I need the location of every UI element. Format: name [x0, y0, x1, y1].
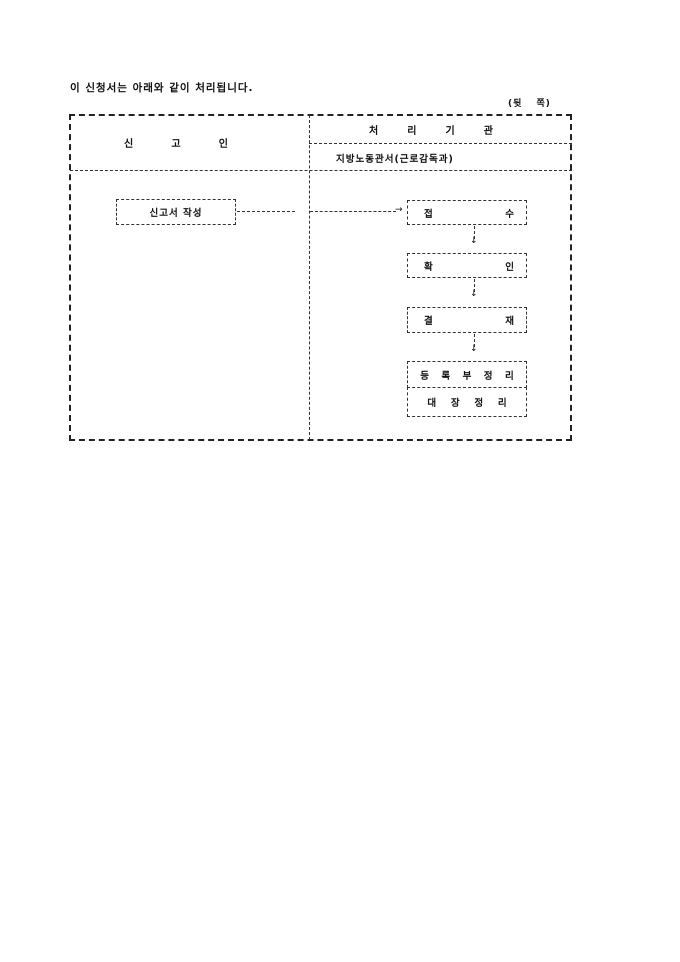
column-divider — [309, 115, 310, 440]
receipt-char: 접 — [424, 208, 433, 220]
approve-box: 결 재 — [407, 307, 527, 333]
applicant-header-char: 인 — [218, 139, 228, 150]
applicant-header-char: 고 — [171, 139, 181, 150]
register-box: 등 록 부 정 리 — [407, 361, 527, 388]
verify-char: 인 — [505, 261, 514, 273]
agency-header-char: 기 — [445, 126, 455, 137]
verify-char: 확 — [424, 261, 433, 273]
applicant-step-label: 신고서 작성 — [149, 208, 203, 219]
receipt-box: 접 수 — [407, 200, 527, 225]
header-bottom-divider — [70, 170, 572, 171]
receipt-char: 수 — [505, 208, 514, 220]
applicant-step-box: 신고서 작성 — [116, 199, 236, 225]
approve-char: 결 — [424, 316, 433, 327]
arrow-down-icon: ↓ — [470, 344, 478, 354]
intro-text: 이 신청서는 아래와 같이 처리됩니다. — [70, 82, 254, 94]
agency-name: 지방노동관서(근로감독과) — [336, 154, 454, 165]
register-char: 록 — [441, 370, 451, 382]
agency-header-char: 관 — [483, 126, 493, 137]
arrow-down-icon: ↓ — [470, 236, 478, 246]
page-note: (뒷 쪽) — [508, 99, 551, 109]
agency-header-char: 리 — [407, 126, 417, 137]
arrow-down-icon: ↓ — [470, 289, 478, 299]
ledger-char: 장 — [450, 398, 460, 409]
applicant-header: 신 고 인 — [124, 135, 228, 150]
agency-header-divider — [309, 143, 572, 144]
ledger-box: 대 장 정 리 — [407, 387, 527, 417]
connector-down-3 — [474, 334, 475, 347]
connector-down-1 — [474, 226, 475, 239]
process-table — [69, 114, 572, 441]
register-char: 부 — [462, 370, 472, 382]
agency-header: 처 리 기 관 — [369, 122, 493, 137]
register-char: 정 — [483, 370, 493, 382]
approve-char: 재 — [505, 316, 514, 327]
ledger-char: 대 — [427, 398, 437, 409]
verify-box: 확 인 — [407, 253, 527, 278]
register-char: 등 — [420, 370, 429, 382]
ledger-char: 리 — [497, 398, 507, 409]
connector-down-2 — [474, 279, 475, 292]
agency-header-char: 처 — [369, 126, 379, 137]
connector-line-left — [237, 211, 295, 212]
applicant-header-char: 신 — [124, 139, 134, 150]
ledger-char: 정 — [474, 398, 484, 409]
arrow-right-icon: → — [395, 205, 403, 215]
register-char: 리 — [504, 370, 514, 382]
connector-line-right — [310, 211, 396, 212]
